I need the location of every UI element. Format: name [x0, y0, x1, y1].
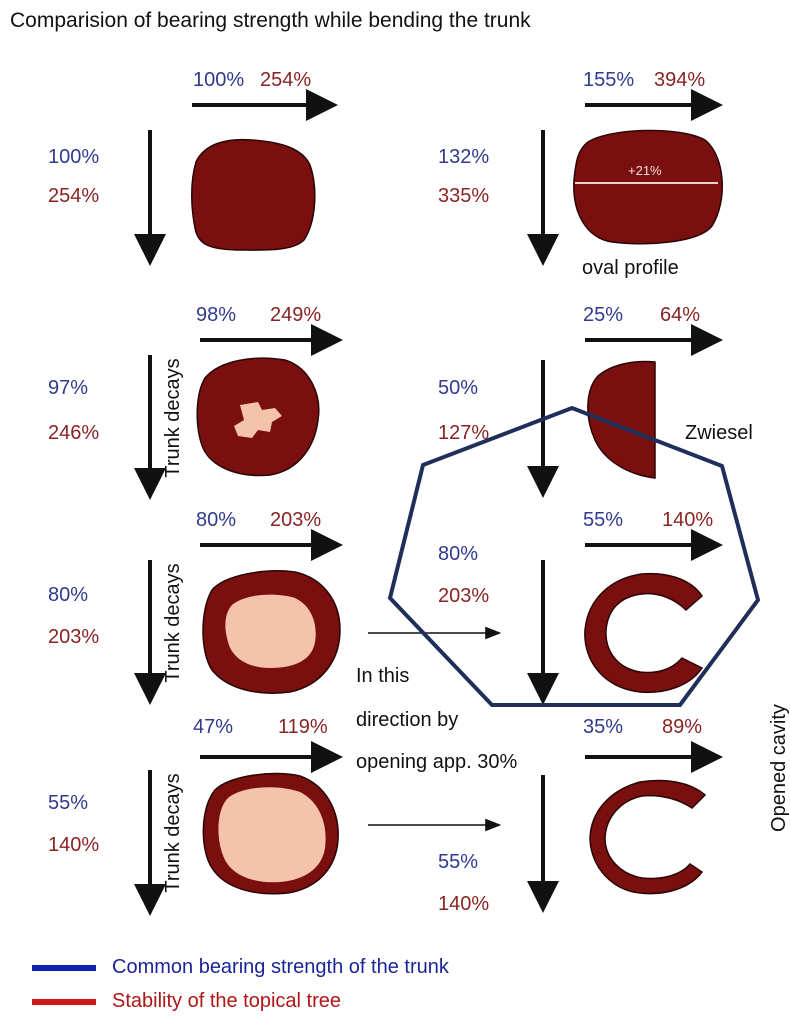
oval-profile-caption: oval profile [582, 257, 679, 279]
r1-right-v-red: 335% [438, 185, 490, 207]
r2-right-v-blue: 50% [438, 377, 479, 399]
r4-left-v-red: 140% [48, 834, 100, 856]
r2-right-h-blue: 25% [583, 304, 624, 326]
r4-trunk-decays-label: Trunk decays [162, 773, 184, 893]
r2-left-h-red: 249% [270, 304, 322, 326]
r2-left-h-blue: 98% [196, 304, 237, 326]
r3-right-h-red: 140% [662, 509, 714, 531]
decay-core-thin-ring [218, 787, 326, 883]
r3-left-v-blue: 80% [48, 584, 89, 606]
r4-right-h-red: 89% [662, 716, 703, 738]
cross-section-solid [191, 138, 316, 251]
r4-left-h-red: 119% [278, 716, 328, 738]
r1-right-h-red: 394% [654, 69, 706, 91]
page-title: Comparision of bearing strength while be… [10, 9, 531, 32]
opened-cavity-label: Opened cavity [768, 704, 790, 832]
cross-section-c-thin [589, 779, 707, 895]
r4-right-h-blue: 35% [583, 716, 624, 738]
middle-note-line-2: direction by [356, 709, 459, 731]
cross-section-oval [573, 129, 723, 245]
oval-width-label: +21% [628, 163, 662, 178]
r3-right-h-blue: 55% [583, 509, 624, 531]
r2-right-h-red: 64% [660, 304, 701, 326]
r4-right-v-red: 140% [438, 893, 490, 915]
r2-trunk-decays-label: Trunk decays [162, 358, 184, 478]
r3-trunk-decays-label: Trunk decays [162, 563, 184, 683]
r2-left-v-blue: 97% [48, 377, 89, 399]
r3-left-h-red: 203% [270, 509, 322, 531]
r3-left-v-red: 203% [48, 626, 100, 648]
middle-note-line-1: In this [356, 665, 410, 687]
legend-swatch-red [32, 999, 96, 1005]
r1-left-v-blue: 100% [48, 146, 100, 168]
decay-core-small [234, 402, 282, 438]
cross-section-c-ring [584, 572, 704, 694]
r3-right-v-red: 203% [438, 585, 490, 607]
r1-left-v-red: 254% [48, 185, 100, 207]
r2-left-v-red: 246% [48, 422, 100, 444]
r1-left-h-blue: 100% [193, 69, 245, 91]
r2-right-v-red: 127% [438, 422, 490, 444]
middle-note-line-3: opening app. 30% [356, 751, 518, 773]
legend-label-red: Stability of the topical tree [112, 990, 342, 1012]
r4-left-h-blue: 47% [193, 716, 234, 738]
decay-core-large [225, 594, 316, 668]
zwiesel-caption: Zwiesel [685, 422, 753, 444]
r1-left-h-red: 254% [260, 69, 312, 91]
r4-left-v-blue: 55% [48, 792, 89, 814]
r3-left-h-blue: 80% [196, 509, 237, 531]
legend-swatch-blue [32, 965, 96, 971]
highlight-outline [387, 405, 761, 707]
r3-right-v-blue: 80% [438, 543, 479, 565]
r1-right-h-blue: 155% [583, 69, 635, 91]
legend-label-blue: Common bearing strength of the trunk [112, 956, 449, 978]
r1-right-v-blue: 132% [438, 146, 490, 168]
r4-right-v-blue: 55% [438, 851, 479, 873]
